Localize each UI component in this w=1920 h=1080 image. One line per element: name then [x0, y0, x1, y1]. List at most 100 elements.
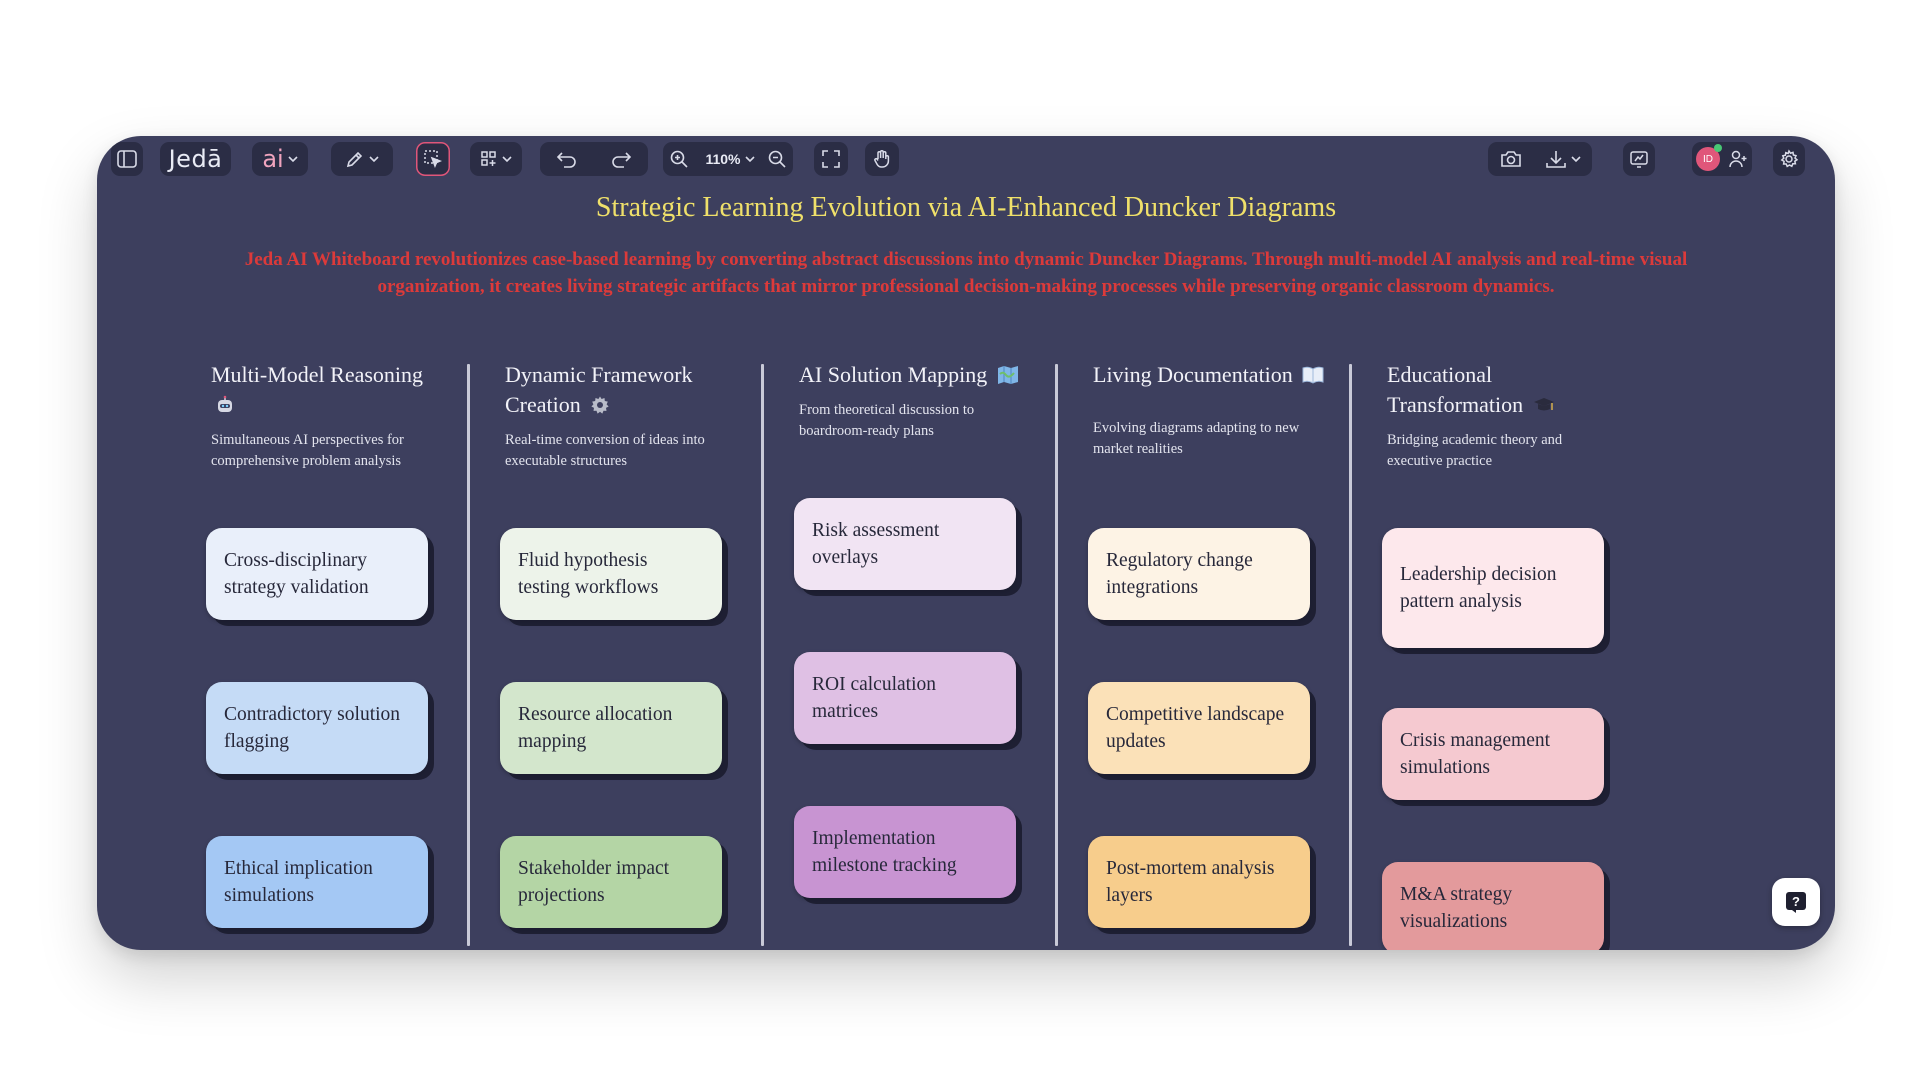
- undo-button[interactable]: [556, 150, 578, 168]
- fit-to-screen-button[interactable]: [814, 142, 848, 176]
- diagram-subtitle: Jeda AI Whiteboard revolutionizes case-b…: [244, 249, 1688, 297]
- card-label: Post-mortem analysis layers: [1106, 858, 1275, 906]
- column-educational-transformation: Educational Transformation Bridging acad…: [1387, 360, 1607, 472]
- card-cross-disciplinary[interactable]: Cross-disciplinary strategy validation: [206, 528, 428, 620]
- column-divider: [1055, 364, 1058, 946]
- card-label: Crisis management simulations: [1400, 730, 1551, 778]
- column-dynamic-framework: Dynamic Framework Creation Real-time con…: [505, 360, 743, 472]
- card-label: Regulatory change integrations: [1106, 550, 1253, 598]
- present-button[interactable]: [1623, 142, 1655, 176]
- gear-icon: [590, 393, 610, 414]
- download-button[interactable]: [1545, 149, 1581, 169]
- redo-button[interactable]: [610, 150, 632, 168]
- chevron-down-icon: [1570, 156, 1581, 163]
- zoom-in-button[interactable]: [669, 149, 689, 169]
- column-title: Dynamic Framework Creation: [505, 360, 743, 420]
- card-label: Implementation milestone tracking: [812, 828, 957, 876]
- pen-icon: [346, 151, 363, 168]
- card-label: Resource allocation mapping: [518, 704, 673, 752]
- presentation-icon: [1630, 151, 1648, 168]
- sidebar-toggle-button[interactable]: [111, 142, 143, 176]
- column-title-text: AI Solution Mapping: [799, 362, 988, 387]
- card-competitive-landscape[interactable]: Competitive landscape updates: [1088, 682, 1310, 774]
- hand-tool-button[interactable]: [865, 142, 899, 176]
- column-description: From theoretical discussion to boardroom…: [799, 402, 975, 439]
- column-living-documentation: Living Documentation Evolving diagrams a…: [1093, 360, 1331, 460]
- column-title: Multi-Model Reasoning: [211, 360, 449, 420]
- column-title-text: Living Documentation: [1093, 362, 1293, 387]
- sidebar-icon: [117, 150, 137, 168]
- whiteboard-canvas[interactable]: Jedā ai 110%: [97, 136, 1835, 950]
- pen-tool-button[interactable]: [331, 142, 393, 176]
- chevron-down-icon: [744, 156, 755, 163]
- chevron-down-icon: [369, 156, 379, 163]
- export-group: [1488, 142, 1592, 176]
- card-ma-strategy[interactable]: M&A strategy visualizations: [1382, 862, 1604, 950]
- help-icon: ?: [1786, 892, 1806, 913]
- column-description: Real-time conversion of ideas into execu…: [505, 432, 705, 469]
- graduation-cap-icon: [1533, 393, 1554, 413]
- zoom-out-button[interactable]: [767, 149, 787, 169]
- map-icon: [997, 363, 1018, 384]
- insert-elements-button[interactable]: [470, 142, 522, 176]
- card-implementation-milestone[interactable]: Implementation milestone tracking: [794, 806, 1016, 898]
- jeda-logo[interactable]: Jedā: [160, 142, 231, 176]
- add-user-icon: [1729, 150, 1747, 168]
- help-button[interactable]: ?: [1772, 878, 1820, 926]
- column-description: Evolving diagrams adapting to new market…: [1093, 420, 1300, 457]
- chevron-down-icon: [502, 156, 512, 163]
- undo-redo-group: [540, 142, 648, 176]
- zoom-out-icon: [768, 150, 786, 168]
- hand-icon: [874, 150, 890, 168]
- avatar-initials: ID: [1703, 153, 1713, 165]
- column-ai-solution-mapping: AI Solution Mapping From theoretical dis…: [799, 360, 1037, 442]
- column-title: Living Documentation: [1093, 360, 1331, 390]
- column-divider: [467, 364, 470, 946]
- ai-menu-button[interactable]: ai: [252, 142, 308, 176]
- zoom-in-icon: [670, 150, 688, 168]
- camera-icon: [1500, 151, 1521, 167]
- gear-icon: [1780, 149, 1799, 168]
- card-post-mortem[interactable]: Post-mortem analysis layers: [1088, 836, 1310, 928]
- column-title-text: Educational Transformation: [1387, 362, 1524, 417]
- diagram-title: Strategic Learning Evolution via AI-Enha…: [595, 192, 1337, 223]
- robot-icon: [215, 393, 235, 413]
- add-user-button[interactable]: [1728, 149, 1748, 169]
- settings-button[interactable]: [1773, 142, 1805, 176]
- card-resource-allocation[interactable]: Resource allocation mapping: [500, 682, 722, 774]
- card-roi-calculation[interactable]: ROI calculation matrices: [794, 652, 1016, 744]
- card-label: Cross-disciplinary strategy validation: [224, 550, 369, 598]
- select-tool-button[interactable]: [416, 142, 450, 176]
- avatar[interactable]: ID: [1696, 144, 1722, 171]
- card-label: Competitive landscape updates: [1106, 704, 1285, 752]
- card-fluid-hypothesis[interactable]: Fluid hypothesis testing workflows: [500, 528, 722, 620]
- online-status-dot: [1714, 144, 1722, 152]
- column-divider: [761, 364, 764, 946]
- column-description: Simultaneous AI perspectives for compreh…: [211, 432, 404, 469]
- card-regulatory-change[interactable]: Regulatory change integrations: [1088, 528, 1310, 620]
- column-title: Educational Transformation: [1387, 360, 1607, 420]
- card-label: ROI calculation matrices: [812, 674, 936, 722]
- card-stakeholder-impact[interactable]: Stakeholder impact projections: [500, 836, 722, 928]
- card-crisis-management[interactable]: Crisis management simulations: [1382, 708, 1604, 800]
- column-multi-model-reasoning: Multi-Model Reasoning Simultaneous AI pe…: [211, 360, 449, 472]
- card-contradictory-solution[interactable]: Contradictory solution flagging: [206, 682, 428, 774]
- card-ethical-implication[interactable]: Ethical implication simulations: [206, 836, 428, 928]
- undo-icon: [556, 152, 576, 168]
- card-label: Fluid hypothesis testing workflows: [518, 550, 659, 598]
- logo-text: Jedā: [168, 145, 223, 173]
- grid-add-icon: [481, 151, 496, 166]
- download-icon: [1545, 151, 1566, 168]
- card-leadership-decision[interactable]: Leadership decision pattern analysis: [1382, 528, 1604, 648]
- zoom-level: 110%: [705, 151, 741, 167]
- screenshot-button[interactable]: [1500, 149, 1522, 169]
- zoom-level-dropdown[interactable]: 110%: [701, 151, 755, 167]
- select-cursor-icon: [424, 150, 443, 169]
- book-icon: [1302, 363, 1324, 384]
- card-label: Stakeholder impact projections: [518, 858, 670, 906]
- card-label: M&A strategy visualizations: [1400, 884, 1513, 932]
- column-title-text: Dynamic Framework Creation: [505, 362, 693, 417]
- card-risk-assessment[interactable]: Risk assessment overlays: [794, 498, 1016, 590]
- column-divider: [1349, 364, 1352, 946]
- card-label: Contradictory solution flagging: [224, 704, 401, 752]
